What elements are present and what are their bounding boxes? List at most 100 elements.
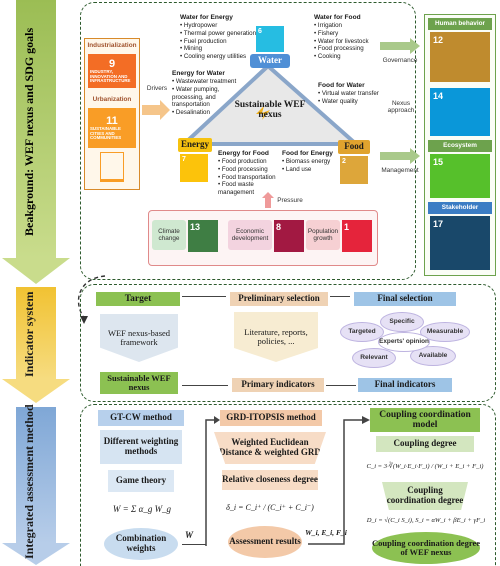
sdg-13-tile: 13 bbox=[188, 220, 218, 252]
list-item: Water quality bbox=[318, 98, 384, 106]
framework-box: WEF nexus-based framework bbox=[100, 314, 178, 362]
management-arrow bbox=[380, 148, 422, 164]
ccm-formula2: D_i = √(C_i S_i), S_i = αW_i + βE_i + γF… bbox=[366, 517, 486, 525]
energy-node[interactable]: Energy bbox=[178, 138, 212, 152]
nexus-approach-label: Nexus approach bbox=[387, 99, 415, 114]
gtcw-output: W bbox=[184, 530, 193, 541]
drivers-label: Drivers bbox=[146, 85, 168, 93]
arrow-sustainable-primary bbox=[182, 385, 228, 386]
list-item: Cooling energy utilities bbox=[180, 53, 256, 61]
governance-arrow bbox=[380, 38, 422, 54]
list-item: Fuel production bbox=[180, 38, 256, 46]
drivers-arrow bbox=[142, 100, 170, 120]
energy-for-food-title: Energy for Food bbox=[218, 150, 269, 157]
energy-for-water-list: Energy for Water Wastewater treatment Wa… bbox=[172, 70, 246, 117]
criterion-targeted: Targeted bbox=[340, 322, 384, 342]
sdg-9-text: INDUSTRY, INNOVATION AND INFRASTRUCTURE bbox=[90, 68, 131, 84]
sdg-6-tile: 6 bbox=[256, 26, 284, 52]
final-indicators-bar: Final indicators bbox=[358, 378, 452, 392]
list-item: Virtual water transfer bbox=[318, 90, 384, 98]
water-node[interactable]: Water bbox=[250, 54, 290, 68]
list-item: Thermal power generation bbox=[180, 30, 256, 38]
list-item: Land use bbox=[282, 166, 338, 174]
criterion-relevant: Relevant bbox=[352, 348, 396, 368]
arrow-preliminary-final bbox=[330, 296, 350, 302]
energy-for-water-title: Energy for Water bbox=[172, 70, 225, 77]
list-item: Food waste management bbox=[218, 181, 280, 197]
food-for-energy-list: Food for Energy Biomass energy Land use bbox=[282, 150, 338, 174]
stakeholder-header: Stakeholder bbox=[428, 202, 492, 214]
sdg-11-tile: 11 SUSTAINABLE CITIES AND COMMUNITIES bbox=[88, 108, 136, 148]
criterion-measurable: Measurable bbox=[420, 322, 470, 342]
list-item: Food processing bbox=[314, 45, 386, 53]
food-for-water-title: Food for Water bbox=[318, 82, 365, 89]
center-title: Sustainable WEF nexus bbox=[234, 99, 306, 120]
pressure-label: Pressure bbox=[277, 197, 303, 205]
gtcw-step2: Game theory bbox=[108, 470, 174, 492]
stage-label-method: Integrated assessment method bbox=[22, 404, 36, 559]
sdg-12-number: 12 bbox=[433, 35, 444, 45]
sdg-11-number: 11 bbox=[106, 114, 118, 127]
food-for-water-list: Food for Water Virtual water transfer Wa… bbox=[318, 82, 384, 106]
list-item: Biomass energy bbox=[282, 158, 338, 166]
target-bar: Target bbox=[96, 292, 180, 306]
list-item: Water for livestock bbox=[314, 38, 386, 46]
sdg-9-number: 9 bbox=[108, 57, 116, 70]
stage-arrow-background: Beakground: WEF nexus and SDG goals bbox=[2, 0, 70, 285]
urbanization-title: Urbanization bbox=[92, 96, 132, 104]
primary-indicators-bar: Primary indicators bbox=[232, 378, 324, 392]
list-item: Mining bbox=[180, 45, 256, 53]
food-node[interactable]: Food bbox=[338, 140, 370, 154]
list-item: Fishery bbox=[314, 30, 386, 38]
economic-development-label: Economic development bbox=[228, 220, 272, 250]
list-item: Hydropower bbox=[180, 22, 256, 30]
grd-step2: Relative closeness degree bbox=[222, 470, 318, 490]
energy-for-food-list: Energy for Food Food production Food pro… bbox=[218, 150, 280, 197]
sdg-12-tile: 12 bbox=[430, 32, 490, 82]
water-for-energy-title: Water for Energy bbox=[180, 14, 233, 21]
sdg-6-number: 6 bbox=[258, 28, 262, 35]
ecosystem-header: Ecosystem bbox=[428, 140, 492, 152]
sdg-1-tile: 1 bbox=[342, 220, 372, 252]
pressure-arrow bbox=[262, 192, 274, 208]
list-item: Cooking bbox=[314, 53, 386, 61]
sdg-13-number: 13 bbox=[190, 222, 201, 232]
sdg-11-text: SUSTAINABLE CITIES AND COMMUNITIES bbox=[90, 125, 122, 141]
gtcw-title: GT-CW method bbox=[98, 410, 184, 426]
arrow-gtcw-grd bbox=[182, 544, 206, 545]
gtcw-formula: W = Σ α_g W_g bbox=[112, 504, 172, 515]
ccm-formula1: C_i = 3·∛(W_i·E_i·F_i) / (W_i + E_i + F_… bbox=[366, 463, 484, 471]
sdg-9-tile: 9 INDUSTRY, INNOVATION AND INFRASTRUCTUR… bbox=[88, 54, 136, 88]
list-item: Food processing bbox=[218, 166, 280, 174]
water-for-food-title: Water for Food bbox=[314, 14, 361, 21]
arrow-gtcw-grd-up bbox=[205, 416, 220, 546]
ccm-step2: Coupling coordination degree bbox=[382, 482, 468, 510]
criterion-specific: Specific bbox=[380, 312, 424, 332]
ccm-result: Coupling coordination degree of WEF nexu… bbox=[372, 532, 480, 564]
criterion-experts-opinion: Experts' opinion bbox=[378, 332, 430, 352]
stage-arrow-indicator: Indicator system bbox=[2, 287, 70, 404]
grd-output: W_i, E_i, F_i bbox=[305, 527, 347, 537]
grd-title: GRD-ITOPSIS method bbox=[220, 410, 322, 426]
sdg-15-number: 15 bbox=[433, 157, 444, 167]
list-item: Irrigation bbox=[314, 22, 386, 30]
climate-change-label: Climate change bbox=[152, 220, 186, 250]
water-for-energy-list: Water for Energy Hydropower Thermal powe… bbox=[180, 14, 256, 61]
list-item: Food production bbox=[218, 158, 280, 166]
sdg-17-tile: 17 bbox=[430, 216, 490, 270]
sdg-17-number: 17 bbox=[433, 219, 444, 229]
governance-label: Governance bbox=[382, 57, 418, 65]
ccm-title: Coupling coordination model bbox=[370, 408, 480, 432]
sdg-8-tile: 8 bbox=[274, 220, 304, 252]
arrow-target-preliminary bbox=[182, 296, 226, 302]
sdg-8-number: 8 bbox=[276, 222, 282, 232]
sdg-15-tile: 15 bbox=[430, 154, 490, 198]
gtcw-result: Combination weights bbox=[104, 528, 178, 560]
gtcw-step1: Different weighting methods bbox=[100, 430, 182, 464]
city-icon bbox=[100, 152, 124, 182]
water-for-food-list: Water for Food Irrigation Fishery Water … bbox=[314, 14, 386, 61]
food-for-energy-title: Food for Energy bbox=[282, 150, 333, 157]
sdg-2-tile: 2 bbox=[340, 156, 368, 184]
ccm-step1: Coupling degree bbox=[376, 436, 474, 452]
sdg-7-number: 7 bbox=[182, 156, 186, 163]
